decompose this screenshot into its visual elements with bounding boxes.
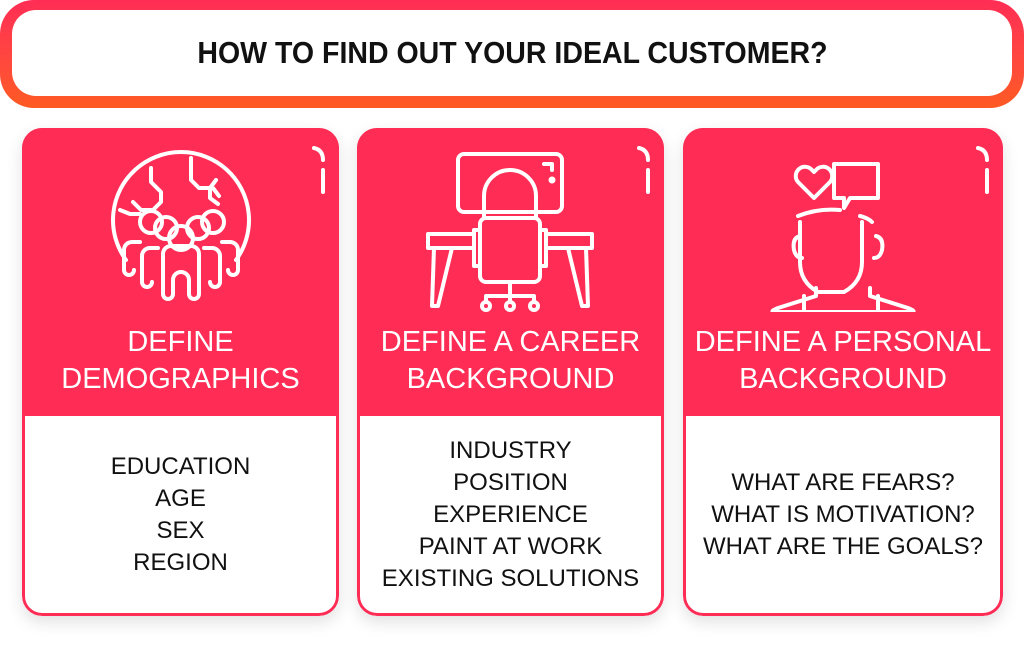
card-title: DEFINE DEMOGRAPHICS xyxy=(22,324,339,398)
list-item: EXPERIENCE xyxy=(433,500,588,528)
corner-mark-icon xyxy=(312,146,325,194)
list-item: PAINT AT WORK xyxy=(418,532,603,560)
desk-chair-icon xyxy=(425,152,594,312)
title-banner: HOW TO FIND OUT YOUR IDEAL CUSTOMER? xyxy=(0,0,1024,108)
card-body: EDUCATION AGE SEX REGION xyxy=(25,416,336,613)
list-item: WHAT ARE FEARS? xyxy=(731,468,955,496)
page-title: HOW TO FIND OUT YOUR IDEAL CUSTOMER? xyxy=(196,35,828,70)
card-title: DEFINE A PERSONAL BACKGROUND xyxy=(683,324,1003,398)
title-banner-inner: HOW TO FIND OUT YOUR IDEAL CUSTOMER? xyxy=(12,10,1012,96)
card-body: INDUSTRY POSITION EXPERIENCE PAINT AT WO… xyxy=(360,416,661,613)
list-item: SEX xyxy=(156,516,205,544)
card-title-line: DEFINE xyxy=(127,326,234,358)
card-header: DEFINE A CAREER BACKGROUND xyxy=(357,128,664,416)
card-title-line: BACKGROUND xyxy=(739,363,947,395)
list-item: EXISTING SOLUTIONS xyxy=(381,564,640,592)
head-heart-speech-icon xyxy=(770,162,916,312)
list-item: AGE xyxy=(155,484,206,512)
list-item: WHAT IS MOTIVATION? xyxy=(711,500,975,528)
card-title: DEFINE A CAREER BACKGROUND xyxy=(357,324,664,398)
corner-mark-icon xyxy=(637,146,650,194)
card-header: DEFINE DEMOGRAPHICS xyxy=(22,128,339,416)
list-item: WHAT ARE THE GOALS? xyxy=(702,532,984,560)
card-personal-background: DEFINE A PERSONAL BACKGROUND WHAT ARE FE… xyxy=(683,128,1003,616)
corner-mark-icon xyxy=(976,146,989,194)
card-career-background: DEFINE A CAREER BACKGROUND INDUSTRY POSI… xyxy=(357,128,664,616)
list-item: POSITION xyxy=(453,468,568,496)
card-title-line: DEFINE A CAREER xyxy=(380,326,641,358)
card-header: DEFINE A PERSONAL BACKGROUND xyxy=(683,128,1003,416)
list-item: INDUSTRY xyxy=(449,436,572,464)
list-item: REGION xyxy=(133,548,228,576)
card-body: WHAT ARE FEARS? WHAT IS MOTIVATION? WHAT… xyxy=(686,416,1000,613)
list-item: EDUCATION xyxy=(110,452,251,480)
card-demographics: DEFINE DEMOGRAPHICS EDUCATION AGE SEX RE… xyxy=(22,128,339,616)
card-title-line: DEFINE A PERSONAL xyxy=(694,326,992,358)
card-title-line: DEMOGRAPHICS xyxy=(61,363,300,395)
card-title-line: BACKGROUND xyxy=(406,363,615,395)
globe-people-icon xyxy=(110,150,251,301)
